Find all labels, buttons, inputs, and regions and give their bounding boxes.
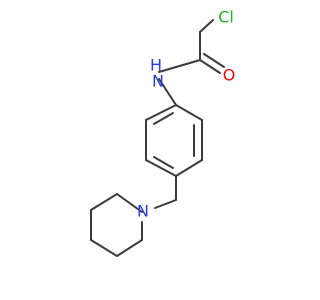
chlorine-label: Cl	[218, 8, 234, 27]
piperidine-bond-5	[116, 239, 143, 257]
ring-bond-6	[145, 104, 177, 121]
amide-hydrogen-label: H	[150, 56, 162, 75]
ring-bond-3	[175, 159, 203, 177]
ring-double-bond-2	[153, 156, 174, 169]
carbonyl-oxygen-label: O	[223, 66, 236, 85]
amide-nitrogen-label: N	[152, 72, 164, 91]
bond-carbonyl-nitrogen	[158, 59, 201, 73]
bond-ch2-piperidine-n	[154, 199, 177, 209]
ring-bond-4	[145, 159, 177, 177]
piperidine-bond-2	[90, 193, 118, 211]
bond-nitrogen-ring	[158, 78, 177, 106]
piperidine-nitrogen-label: N	[137, 202, 149, 221]
ring-bond-1	[175, 104, 203, 121]
molecule-diagram: Cl H N O N	[90, 7, 236, 257]
bond-carbonyl-oxygen-a	[199, 59, 221, 74]
ring-double-bond-3	[153, 112, 174, 125]
bond-cl-ch2	[199, 19, 214, 33]
piperidine-bond-4	[90, 239, 118, 257]
bond-carbonyl-oxygen-b	[203, 53, 225, 68]
piperidine-bond-1	[116, 193, 143, 213]
